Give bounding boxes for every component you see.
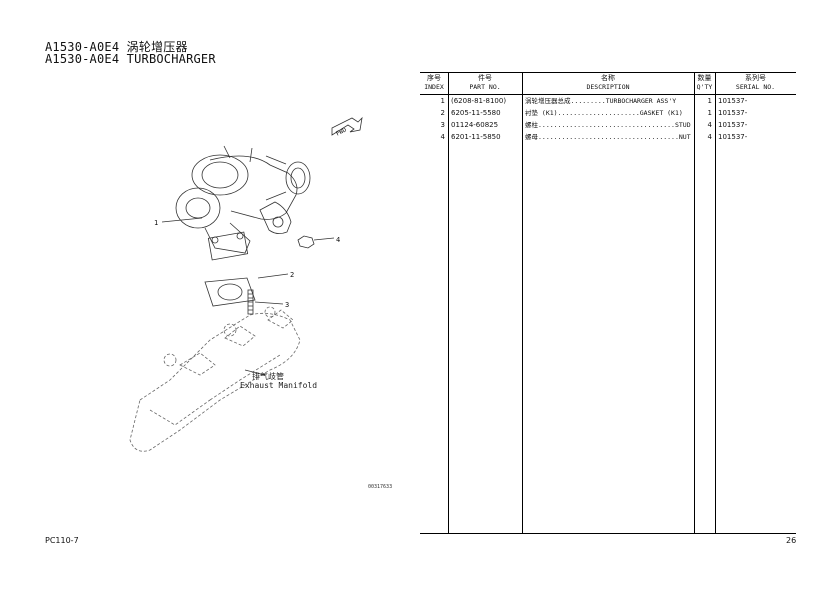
column-divider	[715, 72, 716, 534]
callout-2: 2	[290, 271, 294, 279]
figure-code: 00317633	[368, 484, 393, 490]
exhaust-manifold	[129, 306, 301, 452]
table-header-rule	[420, 94, 796, 95]
callout-3: 3	[285, 301, 289, 309]
page-number: 26	[786, 536, 797, 545]
table-top-rule	[420, 72, 796, 73]
callout-1: 1	[154, 219, 158, 227]
column-divider	[522, 72, 523, 534]
manifold-label-chinese: 排气歧管	[252, 372, 284, 381]
table-row: 4 6201-11-5850 螺母.......................…	[440, 133, 748, 141]
manifold-label: 排气歧管 Exhaust Manifold	[240, 372, 317, 390]
manifold-label-english: Exhaust Manifold	[240, 381, 318, 390]
nut-part	[297, 235, 335, 249]
turbocharger-assembly	[175, 145, 311, 261]
table-row: 1 (6208-81-8100) 涡轮增压器总成.........TURBOCH…	[440, 97, 748, 105]
fwd-arrow-icon	[331, 116, 363, 136]
turbocharger-exploded-diagram: 1 2 3 4 FWD	[129, 116, 363, 452]
column-divider	[694, 72, 695, 534]
column-divider	[448, 72, 449, 534]
fwd-label: FWD	[335, 126, 348, 137]
table-bottom-rule	[420, 533, 796, 534]
callout-4: 4	[336, 236, 340, 244]
table-row: 2 6205-11-5580 衬垫 (K1)..................…	[440, 109, 748, 117]
page-title-english: A1530-A0E4 TURBOCHARGER	[45, 52, 216, 66]
table-row: 3 01124-60825 螺柱........................…	[440, 121, 748, 129]
stud-part	[247, 289, 284, 315]
footer-model: PC110-7	[45, 536, 79, 545]
page-title-chinese: A1530-A0E4 涡轮增压器	[45, 40, 188, 54]
gasket-part	[204, 273, 289, 307]
